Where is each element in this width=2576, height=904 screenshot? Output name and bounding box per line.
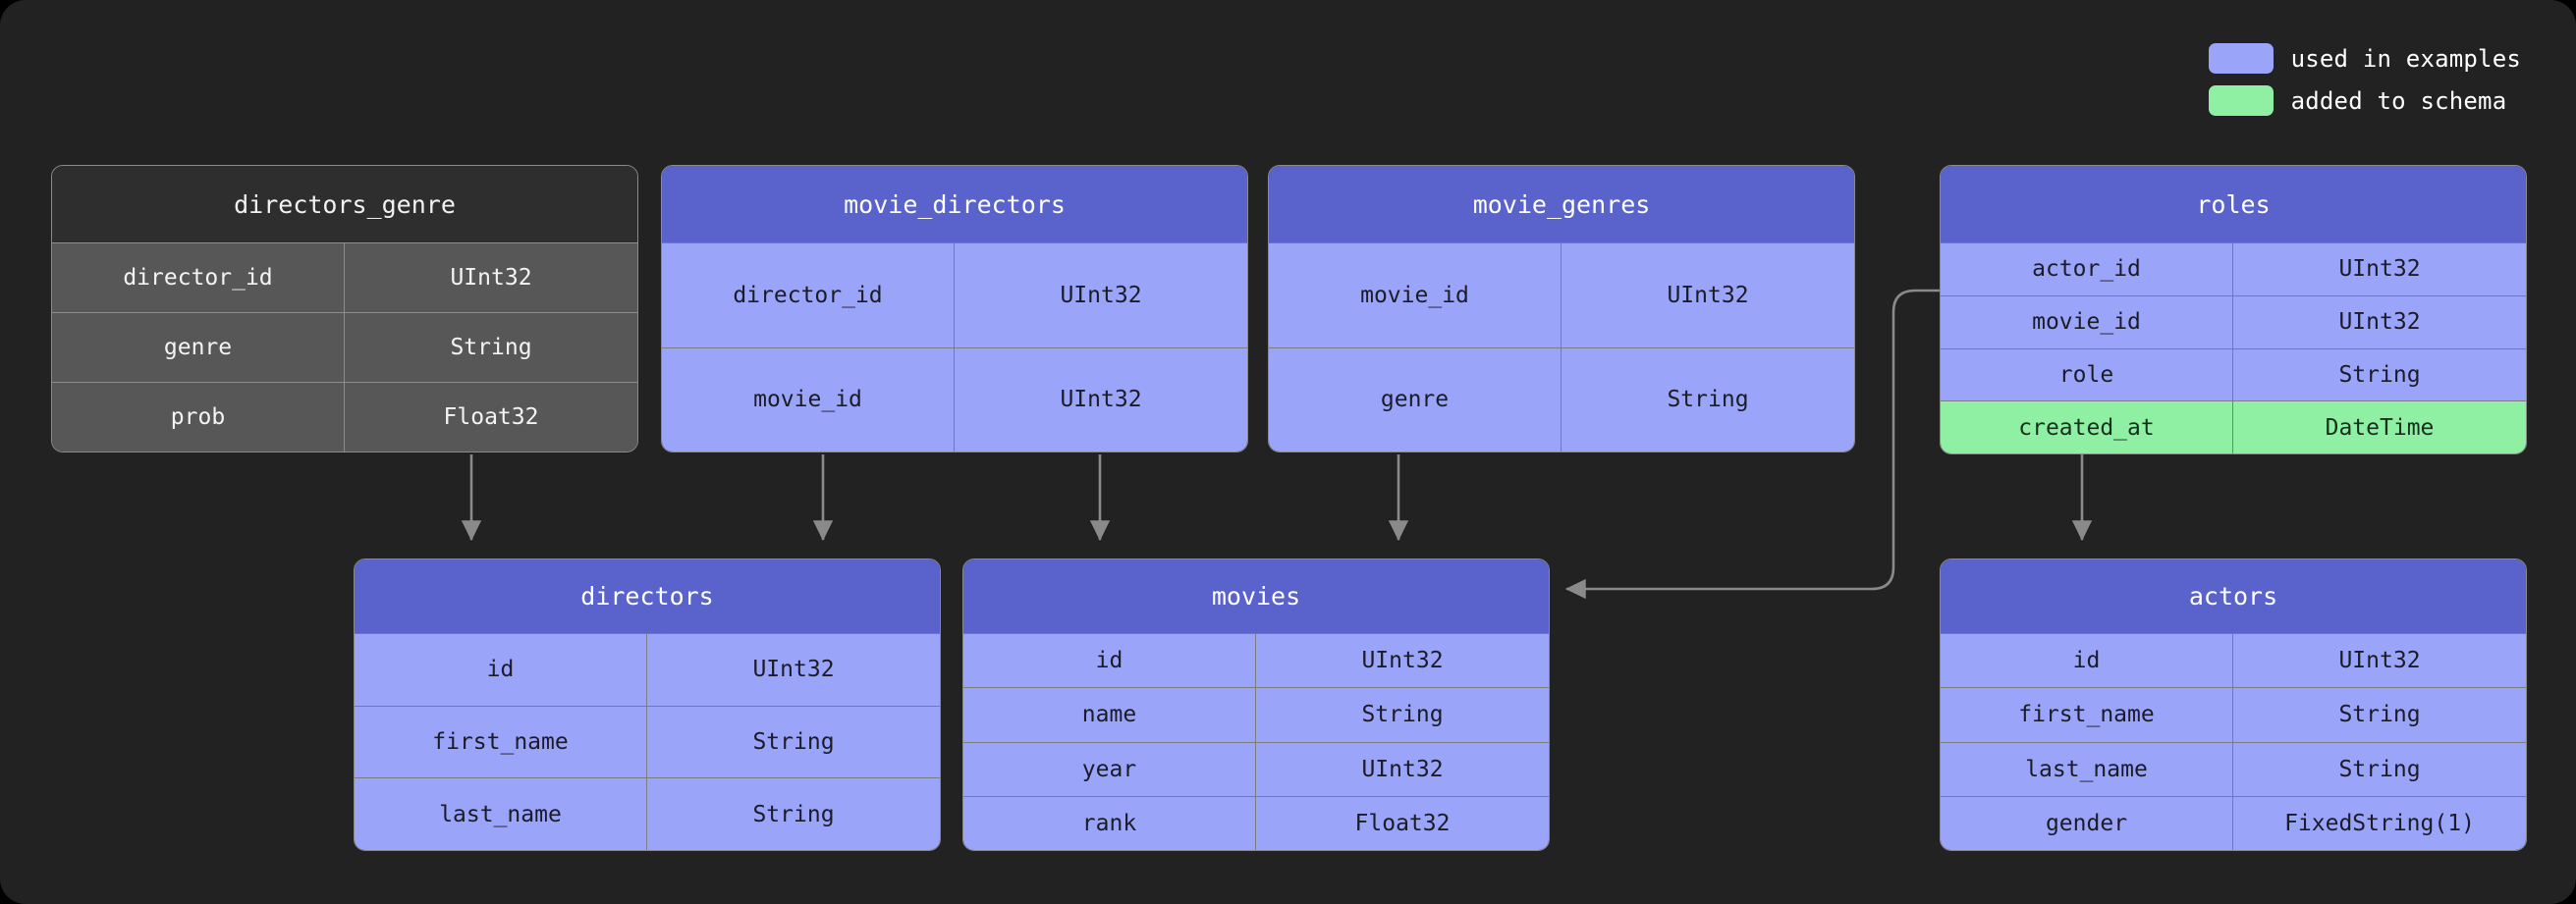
legend-label-added-to-schema: added to schema [2290, 86, 2507, 115]
table-rows-movie-genres: movie_id UInt32 genre String [1269, 242, 1854, 452]
legend-swatch-added-to-schema [2208, 85, 2274, 116]
column-type-created-at: DateTime [2325, 414, 2435, 441]
column-type-movie-id: UInt32 [1060, 387, 1142, 413]
table-title-directors-genre: directors_genre [52, 166, 637, 242]
table-row-roles-role[interactable]: role String [1941, 347, 2526, 401]
legend-swatch-used-in-examples [2208, 43, 2274, 74]
column-type-id: UInt32 [1361, 648, 1444, 674]
table-row-roles-actor-id[interactable]: actor_id UInt32 [1941, 242, 2526, 295]
table-row-movies-name[interactable]: name String [963, 687, 1549, 742]
table-row-actors-id[interactable]: id UInt32 [1941, 633, 2526, 688]
table-row-directors-id[interactable]: id UInt32 [355, 633, 940, 706]
column-name-role: role [1941, 348, 2233, 401]
column-name-first-name: first_name [1941, 688, 2233, 742]
table-row-actors-gender[interactable]: gender FixedString(1) [1941, 795, 2526, 850]
table-directors-genre[interactable]: directors_genre director_id UInt32 genre St… [51, 165, 638, 452]
column-name-first-name: first_name [355, 706, 647, 778]
column-type-role: String [2338, 361, 2421, 388]
column-name-movie-id: movie_id [1941, 295, 2233, 348]
column-type-id: UInt32 [2338, 648, 2421, 674]
column-name-director-id: director_id [662, 243, 955, 347]
table-title-actors: actors [1941, 559, 2526, 633]
table-row-directors-first-name[interactable]: first_name String [355, 705, 940, 778]
table-row-roles-created-at[interactable]: created_at DateTime [1941, 400, 2526, 453]
table-row-movies-id[interactable]: id UInt32 [963, 633, 1549, 688]
table-row-movies-year[interactable]: year UInt32 [963, 741, 1549, 796]
column-type-movie-id: UInt32 [2338, 309, 2421, 336]
column-name-movie-id: movie_id [1269, 243, 1562, 347]
column-name-created-at: created_at [1941, 401, 2233, 453]
table-row-roles-movie-id[interactable]: movie_id UInt32 [1941, 294, 2526, 348]
column-name-rank: rank [963, 796, 1256, 850]
column-name-genre: genre [1269, 347, 1562, 452]
column-type-name: String [1361, 702, 1444, 728]
column-name-id: id [355, 634, 647, 706]
column-type-first-name: String [2338, 702, 2421, 728]
column-type-rank: Float32 [1354, 810, 1451, 836]
table-row-actors-last-name[interactable]: last_name String [1941, 741, 2526, 796]
table-row-movies-rank[interactable]: rank Float32 [963, 795, 1549, 850]
column-name-last-name: last_name [355, 778, 647, 850]
column-type-director-id: UInt32 [450, 265, 532, 291]
table-title-directors: directors [355, 559, 940, 633]
column-name-movie-id: movie_id [662, 347, 955, 452]
column-type-director-id: UInt32 [1060, 282, 1142, 308]
table-row-actors-first-name[interactable]: first_name String [1941, 687, 2526, 742]
legend: used in examples added to schema [2208, 43, 2521, 116]
column-type-first-name: String [752, 729, 835, 755]
column-name-year: year [963, 742, 1256, 796]
table-title-movies: movies [963, 559, 1549, 633]
column-name-gender: gender [1941, 796, 2233, 850]
column-type-prob: Float32 [443, 404, 539, 430]
table-row-directors-genre-prob[interactable]: prob Float32 [52, 382, 637, 452]
column-name-id: id [1941, 634, 2233, 688]
table-rows-directors-genre: director_id UInt32 genre String prob Float32 [52, 242, 637, 452]
legend-item-used-in-examples: used in examples [2208, 43, 2521, 74]
column-type-year: UInt32 [1361, 756, 1444, 782]
table-row-movie-directors-movie-id[interactable]: movie_id UInt32 [662, 346, 1247, 452]
column-name-last-name: last_name [1941, 742, 2233, 796]
column-type-genre: String [1667, 387, 1749, 413]
legend-item-added-to-schema: added to schema [2208, 85, 2507, 116]
column-name-director-id: director_id [52, 243, 345, 312]
column-type-gender: FixedString(1) [2284, 810, 2475, 836]
table-title-movie-genres: movie_genres [1269, 166, 1854, 242]
table-row-directors-genre-genre[interactable]: genre String [52, 312, 637, 382]
column-type-movie-id: UInt32 [1667, 282, 1749, 308]
column-name-prob: prob [52, 383, 345, 452]
column-type-actor-id: UInt32 [2338, 256, 2421, 283]
column-type-last-name: String [752, 801, 835, 827]
column-name-actor-id: actor_id [1941, 243, 2233, 295]
column-type-id: UInt32 [752, 657, 835, 683]
table-row-directors-last-name[interactable]: last_name String [355, 777, 940, 850]
table-movie-genres[interactable]: movie_genres movie_id UInt32 genre String [1268, 165, 1855, 452]
table-row-movie-genres-movie-id[interactable]: movie_id UInt32 [1269, 242, 1854, 347]
legend-label-used-in-examples: used in examples [2290, 44, 2521, 73]
column-type-genre: String [450, 335, 532, 360]
table-title-roles: roles [1941, 166, 2526, 242]
column-name-genre: genre [52, 313, 345, 382]
table-title-movie-directors: movie_directors [662, 166, 1247, 242]
table-row-movie-genres-genre[interactable]: genre String [1269, 346, 1854, 452]
table-row-directors-genre-director-id[interactable]: director_id UInt32 [52, 242, 637, 312]
column-type-last-name: String [2338, 756, 2421, 782]
table-row-movie-directors-director-id[interactable]: director_id UInt32 [662, 242, 1247, 347]
column-name-name: name [963, 688, 1256, 742]
column-name-id: id [963, 634, 1256, 688]
